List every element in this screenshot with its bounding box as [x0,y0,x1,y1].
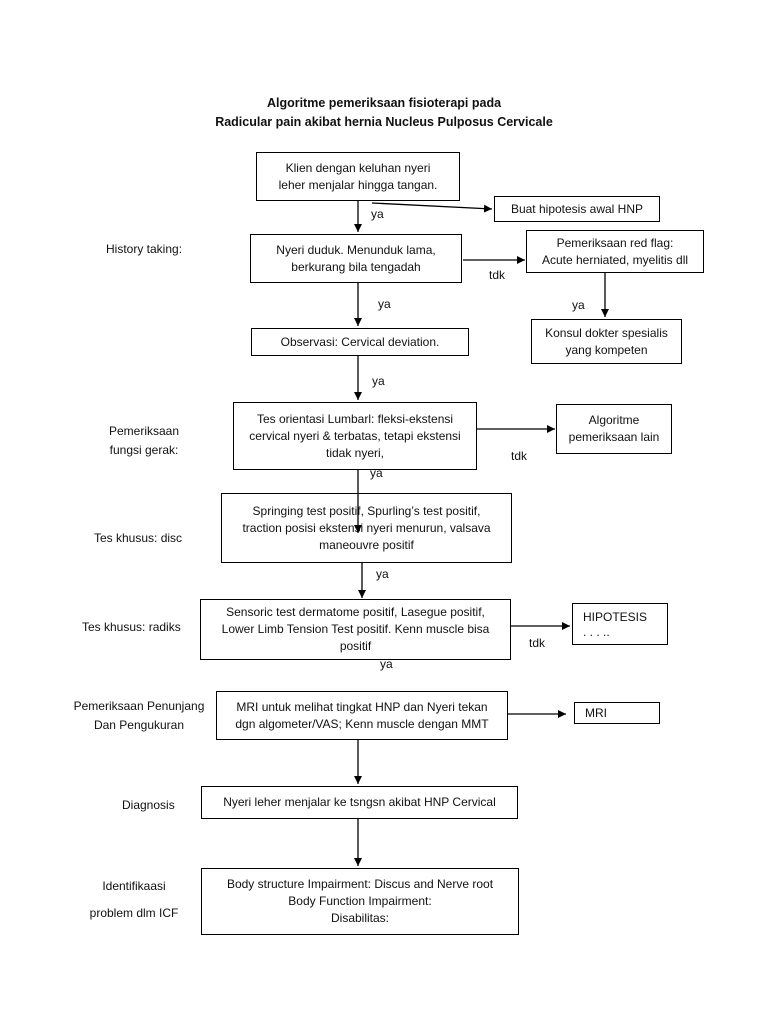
title-line-1: Algoritme pemeriksaan fisioterapi pada [266,96,502,110]
box-observasi: Observasi: Cervical deviation. [251,328,469,356]
side-label-history: History taking: [106,242,183,256]
title-line-2: Radicular pain akibat hernia Nucleus Pul… [215,115,553,129]
arrow-label-ya: ya [372,374,385,388]
arrow-label-ya: ya [380,657,393,671]
box-nyeri-duduk: Nyeri duduk. Menunduk lama, berkurang bi… [250,234,462,283]
side-label-diagnosis: Diagnosis [122,798,175,812]
box-diagnosis: Nyeri leher menjalar ke tsngsn akibat HN… [201,786,518,819]
box-sensoric: Sensoric test dermatome positif, Lasegue… [200,599,511,660]
side-label-icf: Identifikaasi problem dlm ICF [89,879,179,920]
arrow-klien-to-hipotesis-awal [371,202,493,213]
arrow-label-ya: ya [370,466,383,480]
arrow-label-tdk: tdk [511,449,528,463]
arrow-label-ya: ya [371,207,384,221]
box-hipotesis-awal: Buat hipotesis awal HNP [494,196,660,222]
box-tes-orientasi: Tes orientasi Lumbarl: fleksi-ekstensi c… [233,402,477,470]
side-label-penunjang: Pemeriksaan Penunjang Dan Pengukuran [73,699,205,732]
side-label-radiks: Tes khusus: radiks [82,620,181,634]
box-algoritme-lain: Algoritme pemeriksaan lain [556,404,672,454]
box-konsul: Konsul dokter spesialis yang kompeten [531,319,682,364]
arrow-label-tdk: tdk [529,636,546,650]
box-mri: MRI [574,702,660,724]
side-label-fungsi: Pemeriksaan fungsi gerak: [108,424,180,457]
box-mri-untuk: MRI untuk melihat tingkat HNP dan Nyeri … [216,691,508,740]
side-label-disc: Tes khusus: disc [94,531,183,545]
arrow-label-ya: ya [378,297,391,311]
arrow-label-ya: ya [376,567,389,581]
arrow-label-tdk: tdk [489,268,506,282]
box-klien: Klien dengan keluhan nyeri leher menjala… [256,152,460,201]
box-body-structure: Body structure Impairment: Discus and Ne… [201,868,519,935]
box-hipotesis: HIPOTESIS . . . .. [572,603,668,645]
box-springing: Springing test positif, Spurling’s test … [221,493,512,563]
box-red-flag: Pemeriksaan red flag: Acute herniated, m… [526,230,704,273]
arrow-label-ya: ya [572,298,585,312]
diagram-title: Algoritme pemeriksaan fisioterapi pada R… [0,94,768,132]
